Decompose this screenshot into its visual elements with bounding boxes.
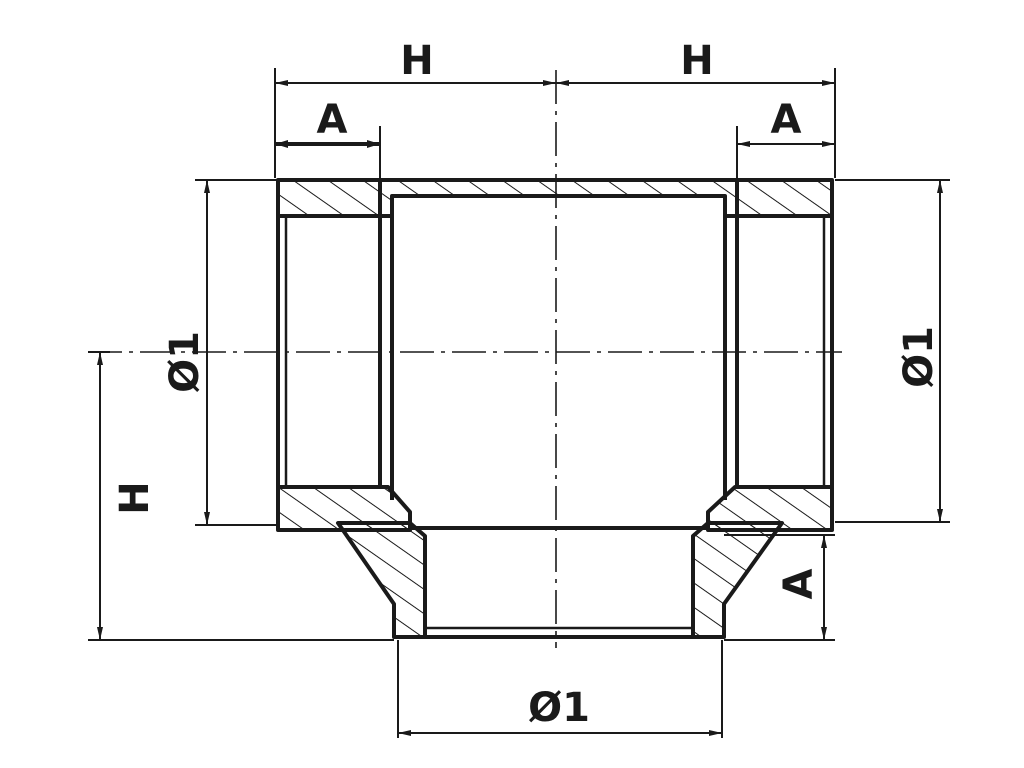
body-outline [276,180,834,639]
arrowheads [97,80,943,736]
right-diameter-label: Ø1 [896,326,942,388]
top-right-thread-label: A [771,97,802,143]
dimension-lines [88,68,950,738]
left-diameter-label: Ø1 [162,331,208,393]
center-lines [88,70,842,648]
left-height-label: H [112,481,158,514]
branch-thread-label: A [776,568,822,599]
top-left-length-label: H [400,38,433,84]
bottom-diameter-label: Ø1 [528,685,590,731]
top-left-thread-label: A [317,97,348,143]
hatched-walls [276,178,834,639]
top-wall-section [276,178,834,218]
dimension-labels: H H A A Ø1 Ø1 H A Ø1 [112,38,942,731]
branch-left-wall-section [336,521,427,639]
branch-right-wall-section [691,521,784,639]
top-right-length-label: H [680,38,713,84]
